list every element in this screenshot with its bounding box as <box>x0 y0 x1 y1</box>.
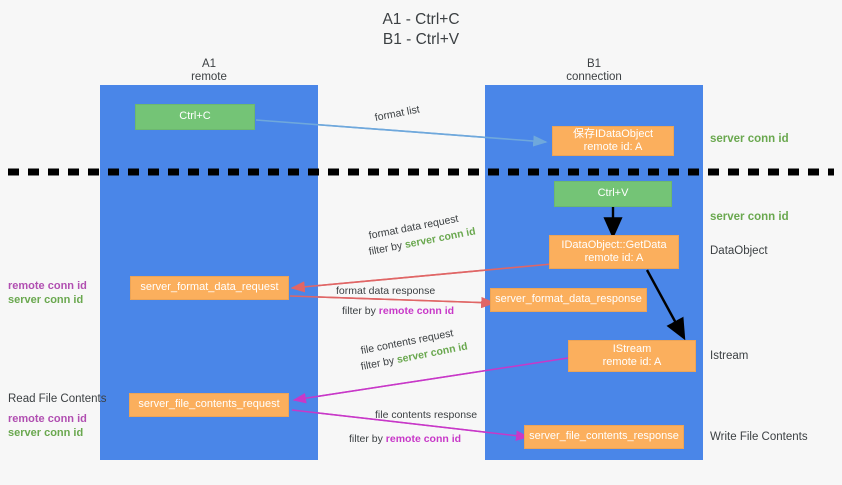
box-getdata-line1: IDataObject::GetData <box>561 238 667 251</box>
box-save-idataobject-line2: remote id: A <box>583 141 643 153</box>
box-ctrl-c-line1: Ctrl+C <box>179 110 211 123</box>
column-a1-name: A1 <box>201 58 217 70</box>
label-server-conn-id-top: server conn id <box>710 133 789 145</box>
box-server-format-data-response[interactable]: server_format_data_response <box>490 288 647 312</box>
caption-file-contents-response-group: file contents response filter by remote … <box>349 409 478 446</box>
label-server-conn-id-mid: server conn id <box>710 211 789 223</box>
caption-fdres-filter-value: remote conn id <box>378 305 455 317</box>
label-remote-conn-id-2: remote conn id <box>8 413 87 425</box>
column-b1-name: B1 <box>586 58 602 70</box>
page-title: A1 - Ctrl+C B1 - Ctrl+V <box>382 11 460 48</box>
label-dataobject: DataObject <box>710 245 768 257</box>
label-server-conn-id-2: server conn id <box>8 427 84 439</box>
label-conn-pair-2: remote conn id server conn id <box>8 412 87 440</box>
box-server-file-contents-request[interactable]: server_file_contents_request <box>129 393 289 417</box>
caption-format-data-response-filter: filter by remote conn id <box>342 305 454 318</box>
box-idataobject-getdata[interactable]: IDataObject::GetData remote id: A <box>549 235 679 269</box>
box-istream-line2: remote id: A <box>602 356 662 368</box>
box-save-idataobject-line1: 保存IDataObject <box>572 127 654 140</box>
box-server-format-data-response-label: server_format_data_response <box>495 293 642 306</box>
box-server-file-contents-response[interactable]: server_file_contents_response <box>524 425 684 449</box>
box-istream-line1: IStream <box>612 342 652 355</box>
box-server-file-contents-request-label: server_file_contents_request <box>138 398 280 411</box>
caption-file-contents-response-filter: filter by remote conn id <box>349 433 477 446</box>
caption-format-data-request-group: format data request filter by server con… <box>368 213 478 259</box>
column-a1-sub: remote <box>191 71 227 83</box>
column-b1-sub: connection <box>566 71 622 83</box>
box-ctrl-v[interactable]: Ctrl+V <box>554 181 672 207</box>
column-header-a1: A1 remote <box>100 58 318 84</box>
box-server-format-data-request[interactable]: server_format_data_request <box>130 276 289 300</box>
label-write-file-contents: Write File Contents <box>710 431 808 443</box>
label-server-conn-id-1: server conn id <box>8 294 84 306</box>
caption-format-data-response-group: format data response filter by remote co… <box>336 285 454 318</box>
caption-format-data-response: format data response <box>336 285 436 297</box>
box-ctrl-v-line1: Ctrl+V <box>597 187 629 200</box>
caption-file-contents-request-group: file contents request filter by server c… <box>360 327 470 374</box>
box-ctrl-c[interactable]: Ctrl+C <box>135 104 255 130</box>
label-remote-conn-id-1: remote conn id <box>8 280 87 292</box>
box-server-format-data-request-label: server_format_data_request <box>140 281 279 294</box>
label-read-file-contents: Read File Contents <box>8 393 107 405</box>
caption-fcres-filter-prefix: filter by <box>349 433 386 445</box>
label-conn-pair-1: remote conn id server conn id <box>8 279 87 307</box>
box-save-idataobject[interactable]: 保存IDataObject remote id: A <box>552 126 674 156</box>
box-server-file-contents-response-label: server_file_contents_response <box>529 430 679 443</box>
caption-fdres-filter-prefix: filter by <box>342 305 379 317</box>
caption-fcres-filter-value: remote conn id <box>385 433 462 445</box>
column-header-b1: B1 connection <box>485 58 703 84</box>
caption-file-contents-response: file contents response <box>375 409 478 421</box>
box-getdata-line2: remote id: A <box>584 252 644 264</box>
box-istream[interactable]: IStream remote id: A <box>568 340 696 372</box>
label-istream: Istream <box>710 350 749 362</box>
